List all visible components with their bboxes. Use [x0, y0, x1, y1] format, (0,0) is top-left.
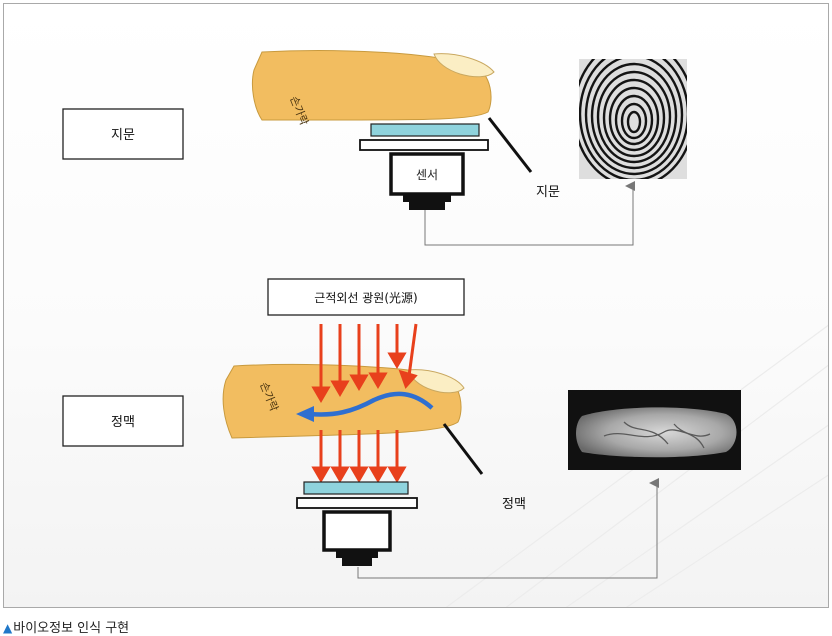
nir-arrows-bottom [311, 430, 407, 483]
figure-caption: ▲바이오정보 인식 구현 [3, 617, 129, 636]
fingerprint-label: 지문 [111, 128, 135, 143]
vein-flow-arrow [357, 478, 659, 579]
fingerprint-sensor: 센서 [359, 123, 489, 210]
vein-callout-label: 정맥 [502, 497, 526, 512]
sensor-label: 센서 [416, 168, 438, 182]
fingerprint-image [579, 59, 687, 179]
finger-top: 손가락 [251, 50, 495, 127]
diagram-panel: 지문 손가락 센서 지문 근 [3, 3, 829, 608]
light-source-box: 근적외선 광원(光源) [267, 278, 465, 316]
vein-path-arrow [296, 391, 434, 422]
fingerprint-pointer [487, 117, 533, 173]
vein-label: 정맥 [111, 415, 135, 430]
vein-label-box: 정맥 [62, 395, 184, 447]
fingerprint-callout-label: 지문 [536, 185, 560, 200]
vein-image [568, 390, 741, 470]
finger-bottom: 손가락 [222, 363, 465, 439]
fingerprint-flow-arrow [424, 181, 635, 246]
triangle-marker-icon: ▲ [3, 621, 13, 635]
light-source-label: 근적외선 광원(光源) [314, 291, 417, 305]
caption-text: 바이오정보 인식 구현 [13, 621, 130, 636]
vein-sensor [296, 481, 418, 566]
fingerprint-label-box: 지문 [62, 108, 184, 160]
biometric-diagram: 지문 손가락 센서 지문 근 [62, 50, 828, 607]
vein-pointer [442, 423, 484, 475]
nir-arrows-top [311, 323, 418, 403]
